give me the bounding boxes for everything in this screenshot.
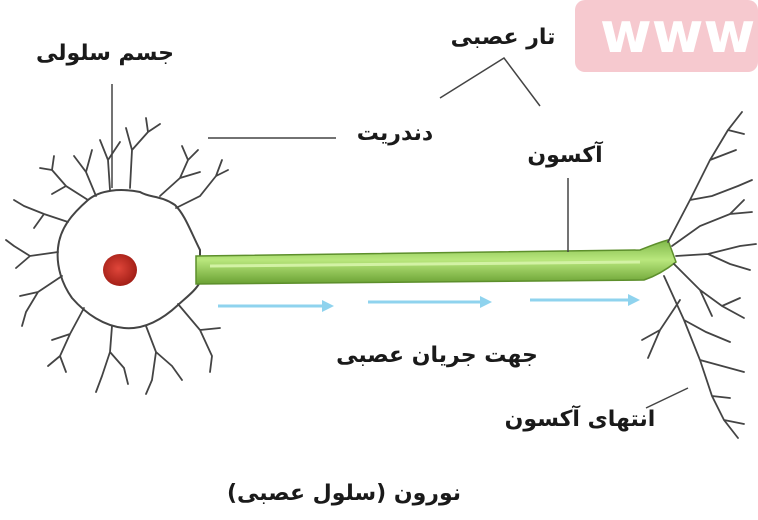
label-impulse-direction: جهت جریان عصبی <box>336 343 538 368</box>
diagram-caption: نورون (سلول عصبی) <box>227 481 461 506</box>
leader-nerve-fiber <box>440 58 540 106</box>
watermark-text: www <box>600 1 755 66</box>
label-nerve-fiber: تار عصبی <box>451 25 556 50</box>
label-axon: آکسون <box>527 140 603 168</box>
label-dendrite: دندریت <box>357 121 433 146</box>
impulse-arrows <box>218 294 640 312</box>
axon-terminals <box>642 112 756 438</box>
nucleus <box>103 254 137 286</box>
leader-axon-terminal <box>646 388 688 408</box>
arrow-2-head <box>480 296 492 308</box>
watermark: www <box>575 0 758 72</box>
axon <box>196 240 676 284</box>
label-axon-terminal: انتهای آکسون <box>505 404 656 432</box>
arrow-3-head <box>628 294 640 306</box>
arrow-1-head <box>322 300 334 312</box>
label-cell-body: جسم سلولی <box>36 41 174 66</box>
